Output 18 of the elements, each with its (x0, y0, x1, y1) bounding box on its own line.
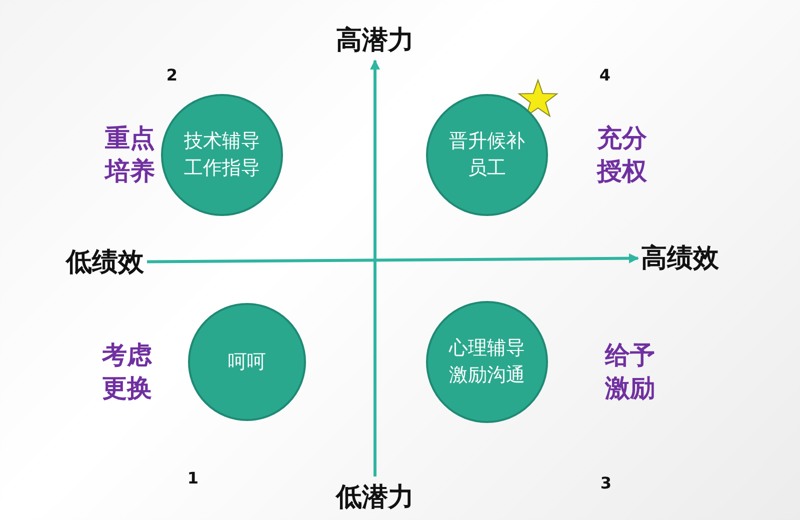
quadrant-number: 4 (599, 66, 611, 84)
axis-label: 高潜力 (336, 22, 414, 58)
quadrant-strategy: 重点培养 (103, 122, 156, 187)
quadrant-number: 1 (187, 468, 199, 488)
circle-text: 呵呵 (227, 350, 267, 375)
quadrant-number: 3 (600, 474, 612, 492)
axis-label: 低潜力 (336, 480, 414, 514)
quadrant-number: 2 (166, 66, 178, 84)
circle-text: 心理辅导激励沟通 (448, 336, 526, 388)
axis-arrow (370, 60, 380, 476)
axis-arrow (146, 253, 639, 264)
axis-label: 低绩效 (66, 244, 144, 280)
axis-label: 高绩效 (641, 240, 719, 276)
quadrant-strategy: 考虑更换 (100, 340, 153, 404)
circle-text: 晋升候补员工 (448, 129, 526, 181)
quadrant-strategy: 给予激励 (604, 340, 656, 404)
circle-text: 技术辅导工作指导 (183, 129, 261, 181)
quadrant-strategy: 充分授权 (595, 122, 648, 187)
